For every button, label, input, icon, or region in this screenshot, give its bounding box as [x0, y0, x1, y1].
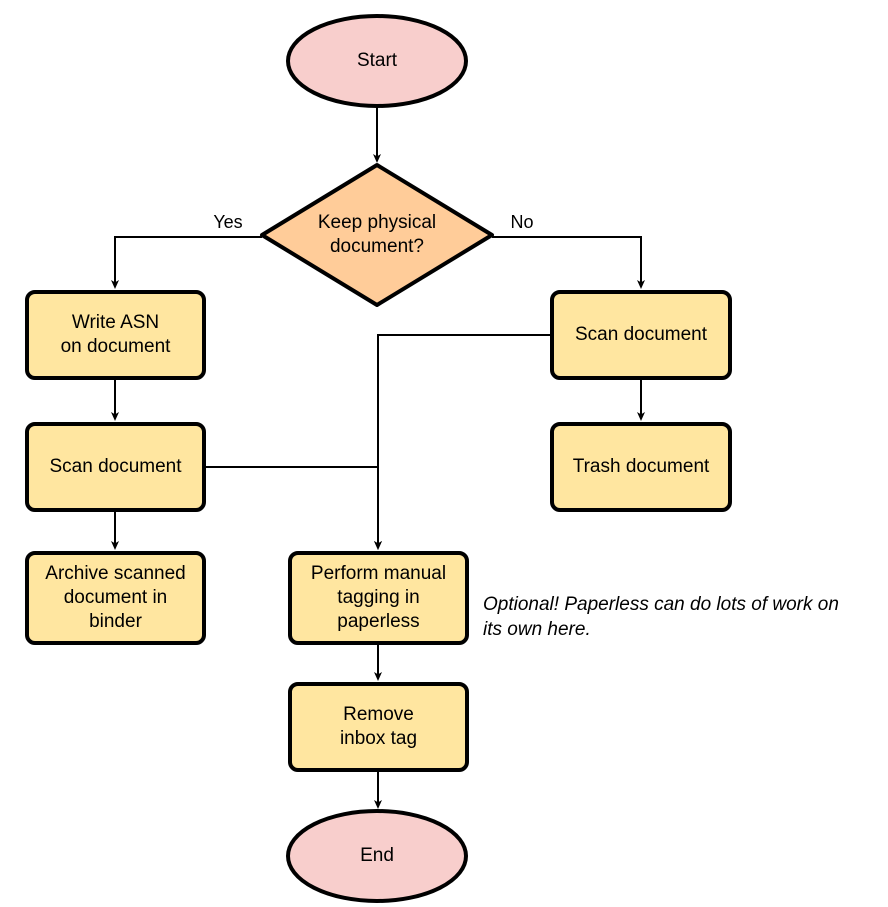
process-shape [288, 682, 469, 772]
terminator-shape [286, 809, 468, 903]
decision-shape [260, 163, 494, 307]
annotations-layer: Optional! Paperless can do lots of work … [483, 594, 839, 640]
process-shape [25, 422, 206, 512]
process-shape [25, 551, 206, 645]
node-label-scan-document-left: Scan document [49, 456, 182, 477]
node-scan-document-left[interactable]: Scan document [25, 422, 206, 512]
node-label-end: End [360, 845, 394, 866]
edge-labels-layer: Yes No [213, 212, 533, 232]
terminator-shape [286, 14, 468, 108]
node-start[interactable]: Start [286, 14, 468, 108]
process-shape [550, 290, 732, 380]
process-shape [550, 422, 732, 512]
node-label-start: Start [357, 50, 398, 71]
node-end[interactable]: End [286, 809, 468, 903]
process-shape [288, 551, 469, 645]
connector-scan-right-to-tagging [374, 334, 552, 550]
node-scan-document-right[interactable]: Scan document [550, 290, 732, 380]
node-label-trash-document: Trash document [573, 456, 710, 477]
connector-scan-left-to-tagging [204, 466, 382, 550]
connector-decision-yes [111, 236, 262, 289]
edge-label-decision-yes: Yes [213, 212, 242, 232]
node-label-scan-document-right: Scan document [575, 324, 708, 345]
edges-layer [111, 106, 645, 809]
edge-label-decision-no: No [510, 212, 533, 232]
connector-decision-no [492, 236, 645, 289]
annotation-optional-note: Optional! Paperless can do lots of work … [483, 594, 839, 640]
process-shape [25, 290, 206, 380]
node-trash-document[interactable]: Trash document [550, 422, 732, 512]
